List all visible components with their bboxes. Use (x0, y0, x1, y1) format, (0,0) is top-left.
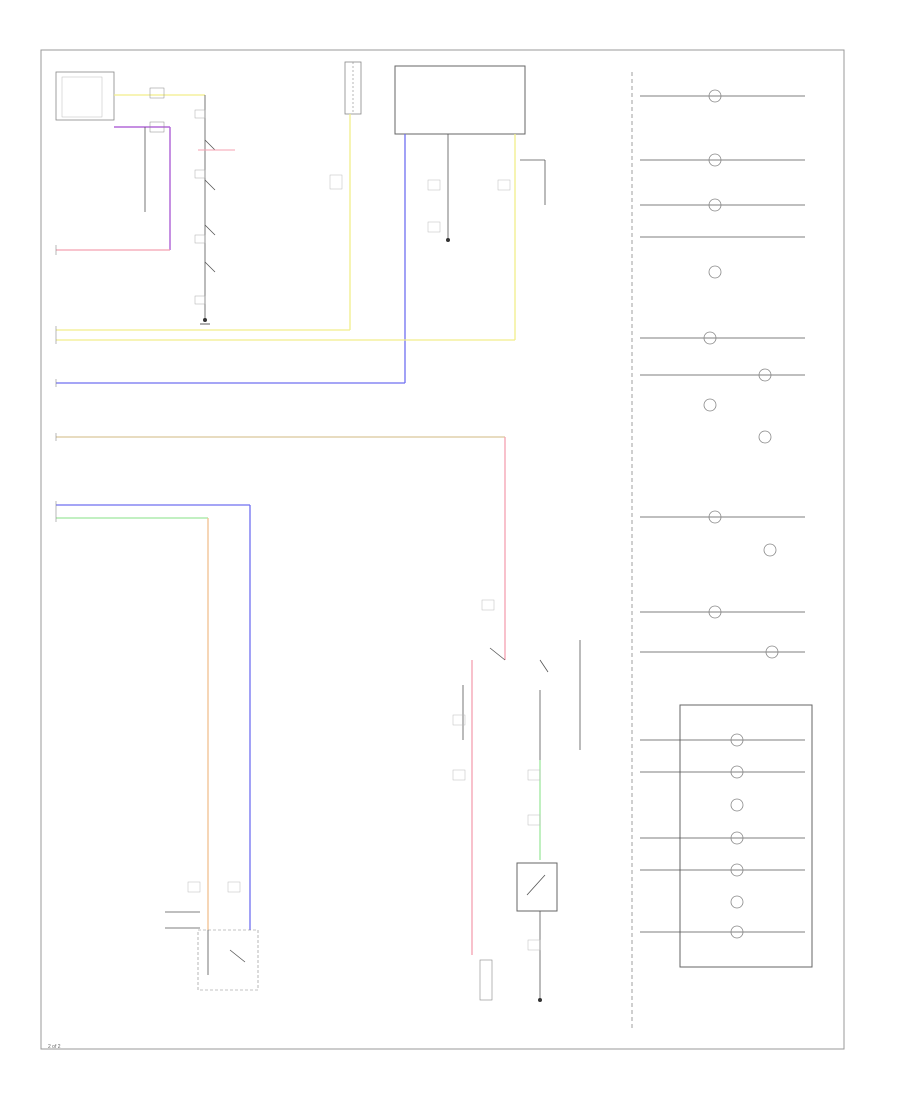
footer-code: 2 of 2 (48, 1044, 61, 1050)
tan-pink-circuit (56, 436, 506, 955)
at-indicator-module (640, 704, 813, 968)
switch-column (194, 95, 235, 325)
indicator-bulbs (640, 89, 805, 659)
fuse-block (56, 61, 362, 331)
top-left-module (55, 71, 205, 251)
parking-brake-circuit (452, 640, 581, 1002)
instrument-cluster (56, 65, 546, 384)
fuel-sender-wiring (56, 504, 259, 991)
diagram-frame (40, 49, 845, 1050)
